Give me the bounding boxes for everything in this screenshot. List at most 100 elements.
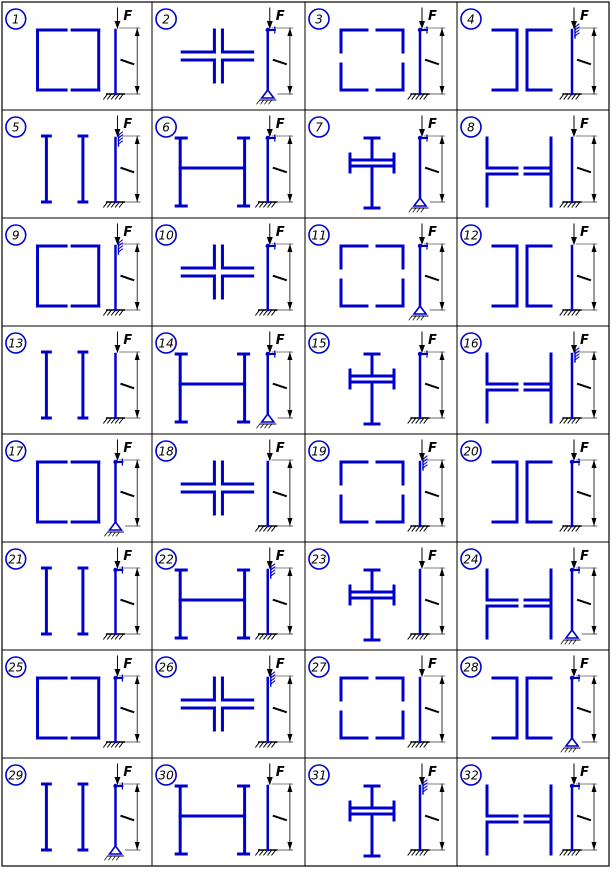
force-arrow-head <box>114 129 121 137</box>
fixed-support <box>559 309 582 316</box>
length-mark <box>272 598 288 606</box>
force-label: F <box>123 333 132 348</box>
variant-number: 3 <box>315 13 323 27</box>
force-label: F <box>123 225 132 240</box>
fixed-support <box>559 417 582 424</box>
force-arrow-head <box>266 669 273 677</box>
cross-section-two-tees <box>485 352 553 424</box>
force-label: F <box>276 549 285 564</box>
column-scheme: F <box>256 7 294 105</box>
dimension-arrow-top <box>287 784 293 792</box>
column-scheme: F <box>102 223 141 316</box>
cross-section-four-angles-box <box>339 28 405 92</box>
pin-support <box>256 88 277 105</box>
pin-support <box>256 412 277 429</box>
cross-section-i-beam-with-plate <box>174 136 251 208</box>
length-mark <box>272 814 288 822</box>
pin-support <box>408 304 429 321</box>
variant-number: 4 <box>467 13 475 27</box>
dimension-arrow-bottom <box>439 410 445 418</box>
dimension-arrow-top <box>287 676 293 684</box>
variant-number: 14 <box>158 337 173 351</box>
dimension-arrow-bottom <box>134 842 140 850</box>
cross-section-two-channels-box <box>36 460 101 524</box>
dimension-arrow-top <box>134 244 140 252</box>
top-restraint-hatched <box>422 779 428 795</box>
cross-section-i-beam-with-plate <box>174 568 251 640</box>
variant-number-circle <box>308 764 330 786</box>
dimension-arrow-bottom <box>591 194 597 202</box>
force-arrow-head <box>266 345 273 353</box>
dimension-arrow-top <box>287 28 293 36</box>
dimension-arrow-bottom <box>439 86 445 94</box>
cross-section-two-tees <box>485 784 553 856</box>
fixed-support <box>102 633 126 640</box>
dimension-arrow-bottom <box>439 734 445 742</box>
length-mark <box>424 598 440 606</box>
cross-section-four-angles-box <box>339 676 405 740</box>
variant-number: 22 <box>158 553 173 567</box>
pin-support <box>104 520 124 537</box>
dimension-arrow-top <box>591 460 597 468</box>
force-label: F <box>123 9 132 24</box>
dimension-arrow-top <box>287 244 293 252</box>
force-label: F <box>276 657 285 672</box>
force-label: F <box>428 441 437 456</box>
column-scheme: F <box>104 439 141 537</box>
cross-section-four-angles-cross <box>180 244 255 300</box>
force-label: F <box>428 657 437 672</box>
length-mark <box>272 166 288 174</box>
dimension-arrow-bottom <box>591 842 597 850</box>
variant-number-circle <box>5 116 27 138</box>
dimension-arrow-bottom <box>287 302 293 310</box>
column-scheme: F <box>407 439 446 532</box>
force-label: F <box>428 117 437 132</box>
force-arrow-head <box>266 561 273 569</box>
variant-number: 19 <box>311 445 326 459</box>
dimension-arrow-bottom <box>287 194 293 202</box>
cross-section-two-channels-box <box>36 244 101 308</box>
cross-section-four-angles-cross <box>180 460 255 516</box>
dimension-arrow-top <box>439 784 445 792</box>
variant-number: 2 <box>162 13 170 27</box>
fixed-support <box>559 93 582 100</box>
cross-section-two-i-beams <box>40 782 89 852</box>
fixed-support <box>254 201 278 208</box>
cross-section-four-angles-cross <box>180 28 255 84</box>
force-label: F <box>428 333 437 348</box>
force-label: F <box>428 9 437 24</box>
fixed-support <box>559 849 582 856</box>
force-label: F <box>123 765 132 780</box>
variant-number-circle <box>5 440 27 462</box>
dimension-arrow-bottom <box>134 626 140 634</box>
cross-section-two-channels-back <box>491 676 553 740</box>
variant-number-circle <box>308 656 330 678</box>
dimension-arrow-bottom <box>287 410 293 418</box>
cross-section-two-channels-back <box>491 28 553 92</box>
force-label: F <box>276 333 285 348</box>
variant-number-circle <box>460 764 482 786</box>
dimension-arrow-top <box>287 568 293 576</box>
dimension-arrow-top <box>439 568 445 576</box>
length-mark <box>424 490 440 498</box>
fixed-support <box>407 633 430 640</box>
force-label: F <box>276 9 285 24</box>
force-arrow-head <box>419 237 425 245</box>
length-mark <box>424 166 440 174</box>
column-scheme: F <box>256 331 294 429</box>
force-label: F <box>276 441 285 456</box>
length-mark <box>576 274 592 282</box>
variant-number: 29 <box>8 768 23 782</box>
variant-cell-19: 19 F <box>308 439 446 532</box>
column-scheme: F <box>254 547 294 640</box>
force-label: F <box>580 549 589 564</box>
variant-number-circle <box>308 548 330 570</box>
pin-support <box>408 196 429 213</box>
